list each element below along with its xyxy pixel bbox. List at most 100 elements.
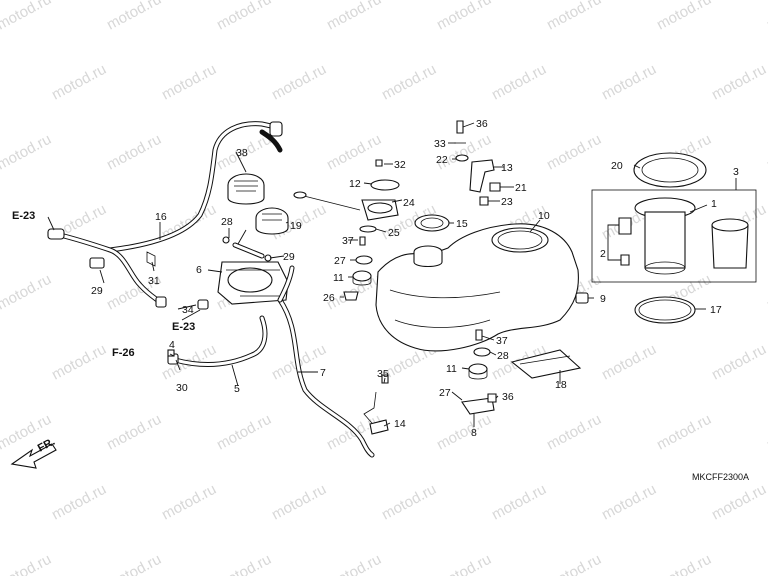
watermark-text: motod.ru — [0, 551, 54, 576]
diagram-code: MKCFF2300A — [692, 472, 749, 482]
watermark-text: motod.ru — [544, 0, 604, 34]
watermark-text: motod.ru — [104, 0, 164, 34]
callout: 26 — [323, 292, 335, 304]
callout: 28 — [497, 350, 509, 362]
callout: 37 — [342, 235, 354, 247]
callout: 36 — [502, 391, 514, 403]
callout: 8 — [471, 427, 477, 439]
watermark-text: motod.ru — [654, 411, 714, 454]
watermark-text: motod.ru — [599, 341, 659, 384]
callout: 11 — [446, 363, 457, 375]
watermark-text: motod.ru — [654, 0, 714, 34]
callout: 37 — [496, 335, 508, 347]
watermark-text: motod.ru — [324, 0, 384, 34]
watermark-text: motod.ru — [104, 411, 164, 454]
watermark-text: motod.ru — [379, 61, 439, 104]
watermark-text: motod.ru — [599, 61, 659, 104]
watermark-text: motod.ru — [49, 61, 109, 104]
watermark-text: motod.ru — [269, 61, 329, 104]
callout: 6 — [196, 264, 202, 276]
callout: 36 — [476, 118, 488, 130]
callout: 3 — [733, 166, 739, 178]
fuel-tank — [375, 223, 589, 352]
watermark-text: motod.ru — [764, 131, 768, 174]
watermark-text: motod.ru — [0, 0, 54, 34]
callout: 18 — [555, 379, 567, 391]
watermark-text: motod.ru — [159, 481, 219, 524]
lower-brackets — [363, 329, 582, 435]
callout: 17 — [710, 304, 722, 316]
watermark-text: motod.ru — [159, 61, 219, 104]
watermark-text: motod.ru — [0, 131, 54, 174]
callout: 4 — [169, 339, 175, 351]
callout: 11 — [333, 272, 344, 284]
callout: 21 — [515, 182, 527, 194]
ref-e23-top: E-23 — [12, 210, 35, 222]
watermark-text: motod.ru — [709, 61, 768, 104]
callout: 12 — [349, 178, 361, 190]
watermark-text: motod.ru — [269, 481, 329, 524]
callout: 31 — [148, 275, 160, 287]
watermark-text: motod.ru — [214, 411, 274, 454]
callout: 19 — [290, 220, 302, 232]
callout: 33 — [434, 138, 446, 150]
callout: 15 — [456, 218, 468, 230]
callout: 29 — [91, 285, 103, 297]
watermark-text: motod.ru — [214, 0, 274, 34]
callout: 38 — [236, 147, 248, 159]
watermark-text: motod.ru — [654, 551, 714, 576]
callout: 23 — [501, 196, 513, 208]
callout: 35 — [377, 368, 389, 380]
callouts: 1 2 3 4 5 6 7 8 9 10 11 11 12 13 14 15 1… — [91, 118, 739, 439]
watermark-text: motod.ru — [434, 0, 494, 34]
watermark-text: motod.ru — [764, 411, 768, 454]
callout: 27 — [439, 387, 451, 399]
callout: 2 — [600, 248, 606, 260]
watermark-text: motod.ru — [49, 341, 109, 384]
sender-parts — [293, 120, 501, 301]
ref-e23-bottom: E-23 — [172, 321, 195, 333]
watermark-text: motod.ru — [764, 551, 768, 576]
ref-front: FR. — [36, 436, 57, 455]
watermark-text: motod.ru — [0, 271, 54, 314]
front-arrow-icon — [10, 443, 57, 469]
fuel-pump-assembly — [591, 152, 757, 324]
callout: 27 — [334, 255, 346, 267]
callout: 22 — [436, 154, 448, 166]
callout: 14 — [394, 418, 406, 430]
callout: 34 — [182, 304, 194, 316]
callout: 24 — [403, 197, 415, 209]
watermark-text: motod.ru — [434, 551, 494, 576]
watermark-text: motod.ru — [104, 131, 164, 174]
watermark-text: motod.ru — [709, 481, 768, 524]
watermark-text: motod.ru — [764, 271, 768, 314]
watermark-text: motod.ru — [489, 61, 549, 104]
callout: 28 — [221, 216, 233, 228]
callout: 7 — [320, 367, 326, 379]
watermark-text: motod.ru — [764, 0, 768, 34]
callout: 9 — [600, 293, 606, 305]
watermark-text: motod.ru — [214, 551, 274, 576]
watermark-text: motod.ru — [49, 481, 109, 524]
reference-labels: E-23 E-23 F-26 FR. MKCFF2300A — [12, 210, 749, 482]
ref-f26: F-26 — [112, 347, 135, 359]
callout: 20 — [611, 160, 623, 172]
watermark-text: motod.ru — [544, 131, 604, 174]
leader-lines — [47, 122, 737, 427]
callout: 5 — [234, 383, 240, 395]
callout: 16 — [155, 211, 167, 223]
watermark-text: motod.ru — [544, 411, 604, 454]
callout: 13 — [501, 162, 513, 174]
watermark-text: motod.ru — [544, 551, 604, 576]
watermark-text: motod.ru — [434, 411, 494, 454]
callout: 32 — [394, 159, 406, 171]
watermark-text: motod.ru — [104, 551, 164, 576]
callout: 25 — [388, 227, 400, 239]
watermark-text: motod.ru — [489, 481, 549, 524]
watermark-text: motod.ru — [324, 551, 384, 576]
watermark-text: motod.ru — [599, 481, 659, 524]
watermark-text: motod.ru — [324, 131, 384, 174]
callout: 29 — [283, 251, 295, 263]
watermark-text: motod.ru — [709, 341, 768, 384]
